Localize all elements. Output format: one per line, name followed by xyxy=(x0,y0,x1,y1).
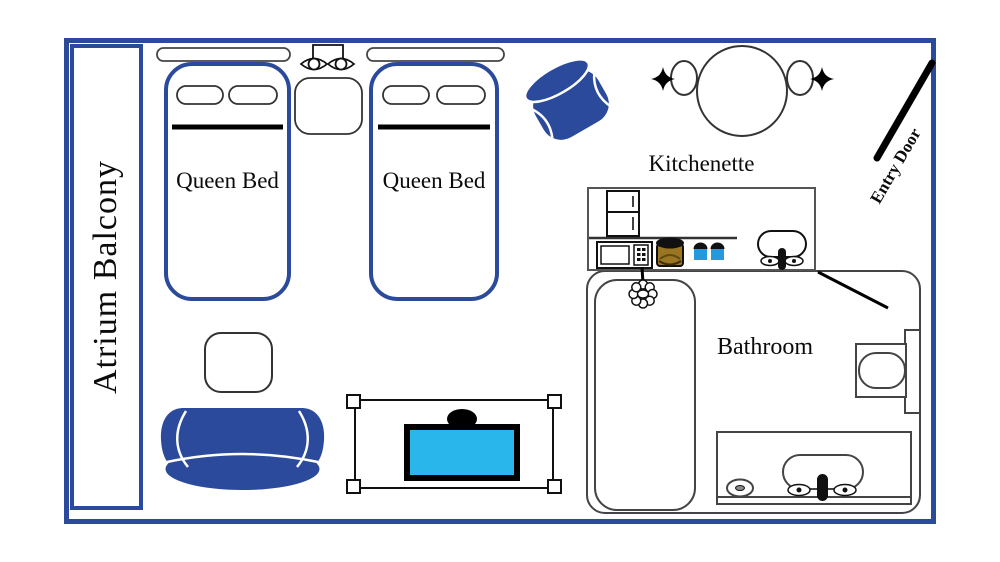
kitchenette-label: Kitchenette xyxy=(648,151,755,176)
atrium-balcony-label: Atrium Balcony xyxy=(87,159,124,395)
outer-wall xyxy=(64,38,936,524)
queen-bed-right-label: Queen Bed xyxy=(382,168,486,193)
bathroom-label: Bathroom xyxy=(717,334,813,360)
atrium-balcony-strip xyxy=(70,44,143,510)
queen-bed-left-label: Queen Bed xyxy=(176,168,279,193)
